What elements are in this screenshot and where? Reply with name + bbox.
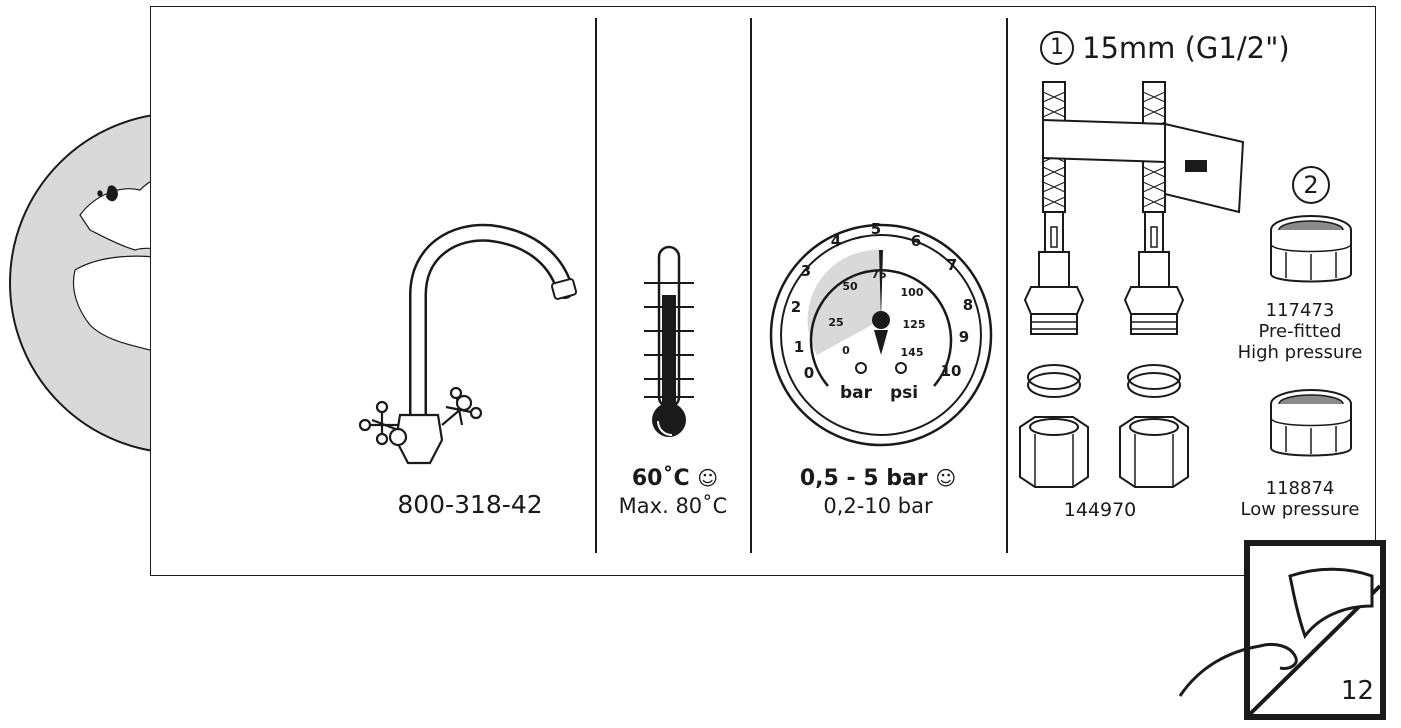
divider — [750, 18, 752, 553]
smile-icon: ☺ — [697, 466, 719, 490]
aerator-low-label: 118874 Low pressure — [1200, 478, 1400, 520]
psi-tick: 50 — [842, 280, 858, 293]
aerator-low-icon — [1270, 389, 1352, 457]
bar-tick: 9 — [959, 328, 969, 346]
bar-tick: 1 — [794, 338, 804, 356]
divider — [595, 18, 597, 553]
psi-tick: 145 — [901, 346, 924, 359]
page-turn-box: 12 — [1178, 540, 1386, 720]
bar-tick: 10 — [941, 362, 962, 380]
faucet-illustration — [358, 223, 578, 465]
unit-psi-label: psi — [890, 383, 918, 403]
pressure-recommended: 0,5 - 5 bar ☺ — [799, 466, 957, 491]
psi-tick: 125 — [903, 318, 926, 331]
hose-size: 15mm (G1/2") — [1082, 31, 1290, 65]
tag-logo-icon — [1185, 160, 1207, 172]
psi-tick: 100 — [901, 286, 924, 299]
bar-tick: 7 — [947, 256, 957, 274]
aerator-high-icon — [1270, 215, 1352, 283]
aerator-high-line1: Pre-fitted — [1258, 321, 1342, 342]
unit-bar-label: bar — [840, 383, 873, 403]
temperature-max: Max. 80˚C — [618, 494, 728, 518]
thermometer-icon — [644, 245, 694, 437]
smile-icon: ☺ — [935, 466, 957, 490]
aerator-high-article: 117473 — [1265, 300, 1335, 321]
page-number: 12 — [1340, 676, 1374, 706]
bar-tick: 3 — [801, 262, 811, 280]
hose-size-header: 1 15mm (G1/2") — [1040, 28, 1290, 68]
pressure-gauge: 0 1 2 3 4 5 6 7 8 9 10 0 25 50 75 100 12… — [769, 220, 993, 447]
divider — [1006, 18, 1008, 553]
bar-tick: 5 — [871, 220, 881, 238]
hoses-illustration — [1019, 81, 1245, 488]
aerator-high-label: 117473 Pre-fitted High pressure — [1200, 300, 1400, 363]
psi-tick: 25 — [828, 316, 843, 329]
faucet-article-number: 800-318-42 — [397, 490, 543, 519]
psi-tick: 0 — [842, 344, 850, 357]
bar-tick: 8 — [963, 296, 973, 314]
hose-article-number: 144970 — [1063, 499, 1137, 521]
bar-tick: 2 — [791, 298, 801, 316]
pressure-range: 0,2-10 bar — [823, 494, 933, 518]
bar-tick: 4 — [831, 232, 841, 250]
psi-tick: 75 — [871, 268, 886, 281]
aerator-low-article: 118874 — [1265, 478, 1335, 499]
aerator-low-line1: Low pressure — [1240, 499, 1360, 520]
temperature-recommended: 60˚C ☺ — [631, 466, 719, 491]
marker-1: 1 — [1040, 31, 1074, 65]
bar-tick: 6 — [911, 232, 921, 250]
marker-2: 2 — [1292, 166, 1330, 204]
bar-tick: 0 — [804, 364, 814, 382]
page-turn-hand-icon — [1178, 567, 1382, 716]
aerator-high-line2: High pressure — [1237, 342, 1363, 363]
